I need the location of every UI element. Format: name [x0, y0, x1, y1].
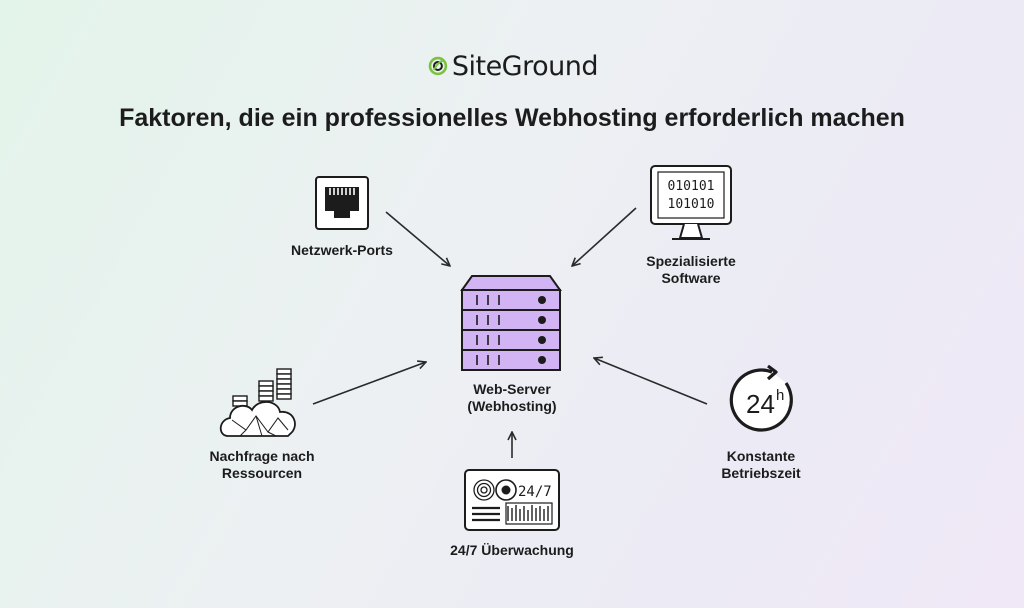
center-label-webserver: Web-Server (Webhosting) — [467, 381, 557, 414]
factor-label-monitoring: 24/7 Überwachung — [450, 542, 574, 558]
siteground-logo: SiteGround — [428, 46, 599, 86]
factor-label-ports: Netzwerk-Ports — [291, 242, 393, 258]
clock-24h-icon: 24 h — [729, 364, 793, 432]
siteground-logo-icon — [428, 56, 448, 76]
clock-h-label: h — [776, 387, 784, 404]
factor-label-software: Spezialisierte Software — [646, 253, 736, 286]
monitoring-dashboard-icon: 24/7 — [464, 469, 560, 531]
monitor-line-2: 101010 — [668, 197, 715, 212]
arrow-uptime-to-server — [594, 358, 708, 405]
arrow-ports-to-server — [385, 211, 450, 266]
factor-label-uptime: Konstante Betriebszeit — [721, 448, 801, 481]
monitor-line-1: 010101 — [668, 179, 715, 194]
factor-label-resources: Nachfrage nach Ressourcen — [209, 448, 315, 481]
monitor-binary-icon: 010101 101010 — [650, 165, 732, 240]
server-rack-icon — [460, 275, 562, 371]
arrow-resources-to-server — [312, 362, 426, 405]
ethernet-port-icon — [315, 176, 369, 230]
arrow-software-to-server — [572, 207, 637, 266]
cloud-data-icon — [219, 368, 296, 437]
brand-name: SiteGround — [451, 50, 599, 82]
monitoring-panel-text: 24/7 — [518, 484, 552, 500]
page-title: Faktoren, die ein professionelles Webhos… — [119, 104, 905, 132]
clock-24-label: 24 — [746, 389, 775, 419]
